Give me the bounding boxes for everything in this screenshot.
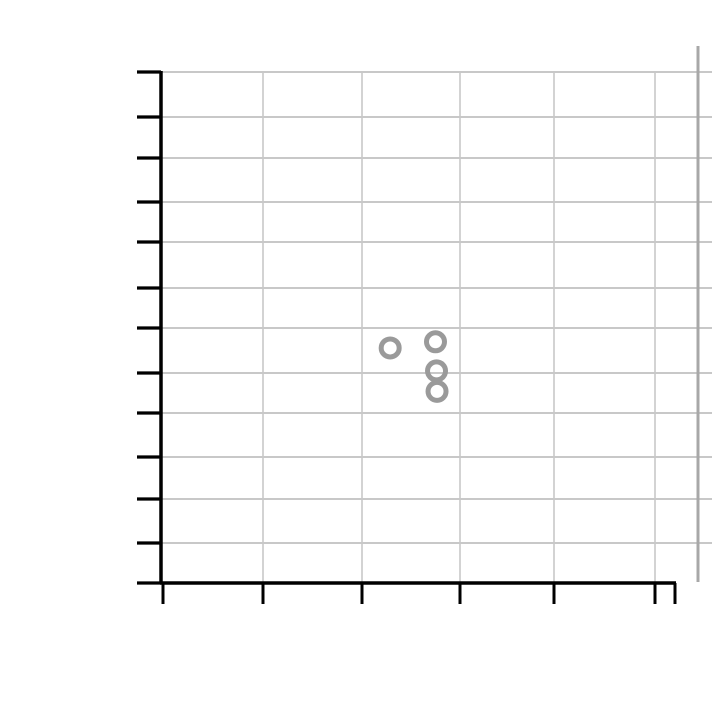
grid (161, 46, 712, 583)
data-point (423, 330, 447, 354)
axes (137, 70, 677, 604)
data-point (425, 359, 449, 383)
data-point (425, 379, 449, 403)
data-point (378, 336, 402, 360)
data-points (378, 330, 449, 403)
